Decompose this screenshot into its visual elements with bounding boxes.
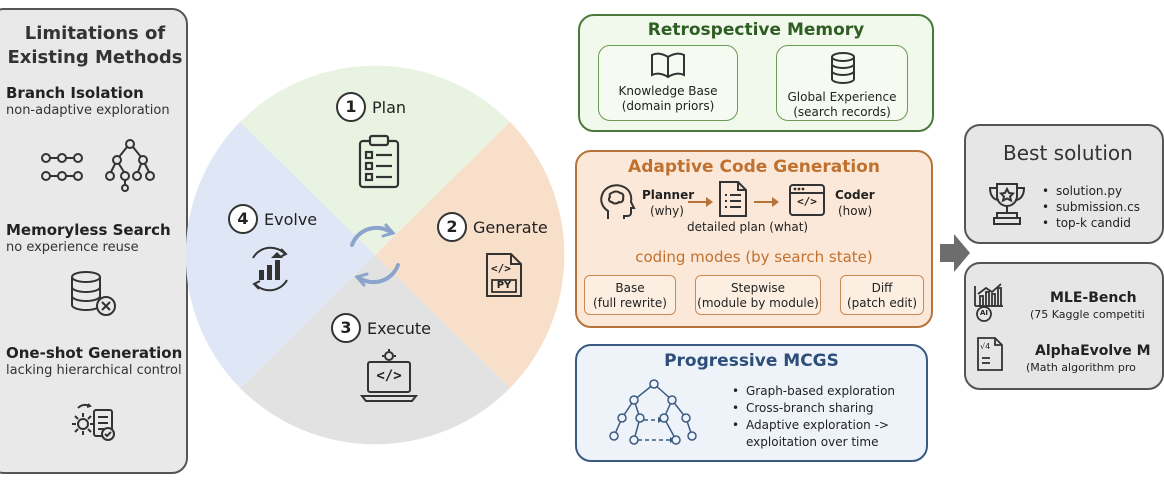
plan-label: Plan [372, 97, 407, 117]
search-graph-icon [609, 379, 697, 445]
mcgs-bullets: Graph-based exploration Cross-branch sha… [732, 383, 895, 434]
mcgs-bullet: Graph-based exploration [732, 383, 895, 400]
mode-diff-card [840, 275, 924, 315]
limitation-memoryless-title: Memoryless Search [6, 221, 171, 239]
mcgs-bullet-continuation: exploitation over time [746, 435, 879, 449]
mode-stepwise-label: Stepwise (module by module) [697, 281, 819, 310]
output-arrow [940, 234, 970, 272]
coder-sub: (how) [838, 204, 873, 218]
execute-step: 3 Execute [331, 313, 431, 343]
database-icon [831, 52, 855, 84]
mode-base-label: Base (full rewrite) [593, 281, 667, 310]
plan-sector [240, 65, 510, 256]
alphaevolve-sub: (Math algorithm pro [1026, 361, 1136, 374]
limitation-oneshot-desc: lacking hierarchical control [6, 363, 182, 378]
database-x-icon [71, 271, 116, 316]
best-solution-items: solution.py submission.cs top-k candid [1042, 183, 1140, 231]
evolve-label: Evolve [264, 209, 318, 229]
py-file-icon: </> PY [484, 252, 524, 298]
brain-head-icon [600, 184, 636, 219]
plan-step: 1 Plan [336, 92, 406, 122]
evolve-step: 4 Evolve [228, 204, 317, 234]
codegen-title: Adaptive Code Generation [628, 157, 880, 177]
mle-bench-sub: (75 Kaggle competiti [1030, 308, 1145, 321]
planner-sub: (why) [650, 204, 684, 218]
isolated-chains-icon [41, 153, 83, 181]
plan-number-badge: 1 [336, 92, 366, 122]
evolve-sector [185, 122, 375, 388]
py-file-label: PY [496, 280, 512, 291]
arrow-plan-coder [754, 197, 779, 207]
generate-label: Generate [473, 217, 548, 237]
document-plan-icon [719, 181, 747, 217]
best-solution-title: Best solution [1003, 141, 1133, 165]
generate-number-badge: 2 [437, 212, 467, 242]
code-window-icon: </> [788, 183, 826, 217]
laptop-code-glyph: </> [376, 368, 402, 384]
limitation-branch-isolation-desc: non-adaptive exploration [6, 103, 170, 118]
coder-label: Coder [835, 188, 875, 202]
math-doc-icon: √4 [976, 336, 1004, 372]
best-solution-item: solution.py [1042, 183, 1140, 199]
book-icon [651, 52, 685, 79]
math-doc-glyph: √4 [980, 342, 991, 351]
mcgs-bullet: Adaptive exploration -> [732, 417, 895, 434]
py-code-glyph: </> [491, 262, 511, 275]
mode-stepwise-card [695, 275, 821, 315]
alphaevolve-title: AlphaEvolve M [1035, 343, 1151, 359]
cycle-arrows-icon [350, 223, 400, 287]
mcgs-title: Progressive MCGS [664, 351, 839, 371]
ai-chart-glyph: AI [979, 309, 989, 317]
planner-label: Planner [642, 188, 695, 202]
evolve-number-badge: 4 [228, 204, 258, 234]
execute-sector [240, 255, 510, 445]
limitations-title: Limitations of Existing Methods [7, 23, 183, 68]
arrow-planner-plan [688, 197, 713, 207]
mode-base-card [584, 275, 676, 315]
limitation-memoryless-desc: no experience reuse [6, 240, 139, 255]
knowledge-base-label: Knowledge Base (domain priors) [618, 84, 718, 113]
best-solution-item: submission.cs [1042, 199, 1140, 215]
code-window-glyph: </> [797, 195, 817, 208]
trophy-icon [988, 183, 1026, 225]
detailed-plan-label: detailed plan (what) [687, 220, 809, 234]
limitations-panel [0, 8, 188, 474]
clipboard-icon [358, 134, 400, 189]
growth-arrows-icon [252, 246, 288, 292]
mode-diff-label: Diff (patch edit) [846, 281, 918, 310]
best-solution-item: top-k candid [1042, 215, 1140, 231]
execute-label: Execute [367, 318, 431, 338]
generate-sector [375, 122, 565, 388]
benchmarks-panel [964, 262, 1164, 390]
limitation-oneshot-title: One-shot Generation [6, 344, 183, 362]
laptop-code-icon: </> [359, 348, 419, 404]
memory-title: Retrospective Memory [647, 20, 865, 40]
mcgs-bullet: Cross-branch sharing [732, 400, 895, 417]
cycle-wheel [185, 65, 565, 445]
execute-number-badge: 3 [331, 313, 361, 343]
generate-step: 2 Generate [437, 212, 548, 242]
global-experience-label: Global Experience (search records) [787, 90, 897, 119]
tree-icon [105, 139, 155, 192]
gear-checklist-icon [72, 403, 115, 441]
limitation-branch-isolation-title: Branch Isolation [6, 84, 144, 102]
ai-chart-icon: AI [972, 282, 1006, 322]
coding-modes-title: coding modes (by search state) [635, 248, 873, 266]
mle-bench-title: MLE-Bench [1050, 290, 1137, 306]
